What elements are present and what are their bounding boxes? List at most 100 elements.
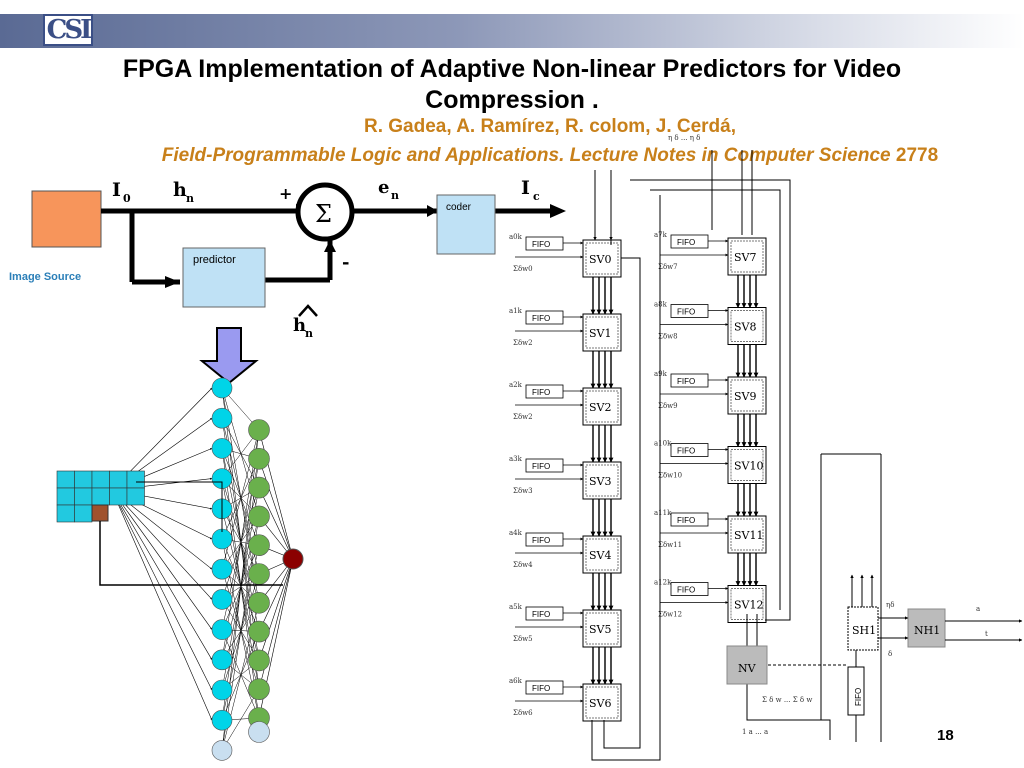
sv-label: SV1 xyxy=(589,327,611,340)
fifo-box xyxy=(670,512,709,527)
grid-wire xyxy=(136,481,223,532)
logo: CSI xyxy=(43,14,93,46)
fifo-label: FIFO xyxy=(532,610,550,619)
edge xyxy=(258,558,294,632)
a-label: a2k xyxy=(509,381,523,389)
edge xyxy=(221,599,260,661)
nv-label: NV xyxy=(738,662,757,675)
sv-inner xyxy=(585,316,619,349)
sum-label: Σδw5 xyxy=(513,635,533,643)
sum-label: Σδw10 xyxy=(658,472,682,480)
arrow-to-predictor xyxy=(165,276,180,288)
sum-label: Σδw9 xyxy=(658,402,678,410)
label-I0-sub: 0 xyxy=(123,192,131,205)
sv-box xyxy=(582,461,622,500)
sv-box xyxy=(582,609,622,648)
sv-box xyxy=(582,683,622,722)
coder-label: coder xyxy=(446,202,472,213)
pixel-cell xyxy=(74,504,93,523)
label-en: e xyxy=(378,177,389,198)
hidden-neuron xyxy=(248,591,270,614)
pixel-cell xyxy=(91,470,110,489)
arrow-output xyxy=(550,204,566,218)
hidden-neuron xyxy=(248,534,270,557)
fifo-box xyxy=(670,373,709,388)
pixel-cell xyxy=(91,487,110,506)
fifo-label: FIFO xyxy=(677,447,695,456)
input-neuron xyxy=(211,589,233,610)
input-neuron xyxy=(211,438,233,459)
edge xyxy=(221,689,260,751)
edge xyxy=(221,418,260,488)
edge xyxy=(221,516,260,751)
sv-inner xyxy=(585,538,619,571)
bus-line xyxy=(746,684,831,740)
sum-label: Σδw0 xyxy=(513,265,533,273)
output-wires xyxy=(768,453,1023,742)
fifo-box xyxy=(670,234,709,249)
sv-label: SV2 xyxy=(589,401,611,414)
hidden-neuron xyxy=(248,476,270,499)
sv-box xyxy=(582,313,622,352)
coder-box xyxy=(436,194,496,255)
pixel-cell xyxy=(126,470,145,489)
predictor-label: predictor xyxy=(193,254,236,266)
edge xyxy=(258,458,294,560)
target-pixel xyxy=(91,504,109,522)
edge xyxy=(258,558,294,661)
fifo-label: FIFO xyxy=(677,516,695,525)
pixel-cell xyxy=(74,487,93,506)
sv-label: SV3 xyxy=(589,475,611,488)
journal-number: 2778 xyxy=(895,145,939,166)
sv-inner xyxy=(585,612,619,645)
sv-box xyxy=(582,535,622,574)
edge xyxy=(111,489,213,660)
sv-box xyxy=(582,239,622,278)
fifo-box xyxy=(525,606,564,621)
edge xyxy=(221,448,260,546)
bus-line xyxy=(603,257,641,749)
pixel-cell xyxy=(109,487,128,506)
sv-label: SV10 xyxy=(734,460,763,473)
fifo-box xyxy=(525,680,564,695)
signal-labels: I 0 h n + - e n I c h n xyxy=(112,177,540,340)
sv-box xyxy=(727,515,767,554)
fifo-label: FIFO xyxy=(532,240,550,249)
pixel-cell xyxy=(56,470,75,489)
sh1-label: SH1 xyxy=(852,624,876,637)
pixel-cell xyxy=(56,487,75,506)
label-plus: + xyxy=(279,184,292,203)
sigma-label: Σ xyxy=(315,200,332,228)
fifo-box xyxy=(670,304,709,318)
a-label: a12k xyxy=(654,579,672,587)
label-hhat: h xyxy=(293,315,306,336)
a-label: a7k xyxy=(654,231,668,239)
hidden-neuron xyxy=(248,620,270,643)
pixel-grid xyxy=(56,470,145,523)
arrow-predictor-to-sum xyxy=(324,240,336,252)
page-number: 18 xyxy=(937,727,954,744)
journal-name: Field-Programmable Logic and Application… xyxy=(161,145,891,166)
a-label: a3k xyxy=(509,455,523,463)
sv-label: SV11 xyxy=(734,529,763,542)
sv-inner xyxy=(730,240,764,273)
input-neuron xyxy=(211,377,233,399)
fifo-label: FIFO xyxy=(532,388,550,397)
systolic-array: SV0FIFOa0kΣδw0SV1FIFOa1kΣδw2SV2FIFOa2kΣδ… xyxy=(509,150,831,761)
sv-inner xyxy=(585,390,619,423)
sv-box xyxy=(727,237,767,276)
a-label: a4k xyxy=(509,529,523,537)
fifo-box xyxy=(525,458,564,473)
hidden-neuron xyxy=(248,563,270,585)
output-neuron xyxy=(282,548,304,570)
fifo-label: FIFO xyxy=(532,314,550,323)
pixel-cell xyxy=(126,487,145,506)
a-label: a9k xyxy=(654,370,668,378)
image-source-label: Image Source xyxy=(9,271,81,283)
fifo-label: FIFO xyxy=(677,377,695,386)
sum-label: Σδw12 xyxy=(658,611,682,619)
